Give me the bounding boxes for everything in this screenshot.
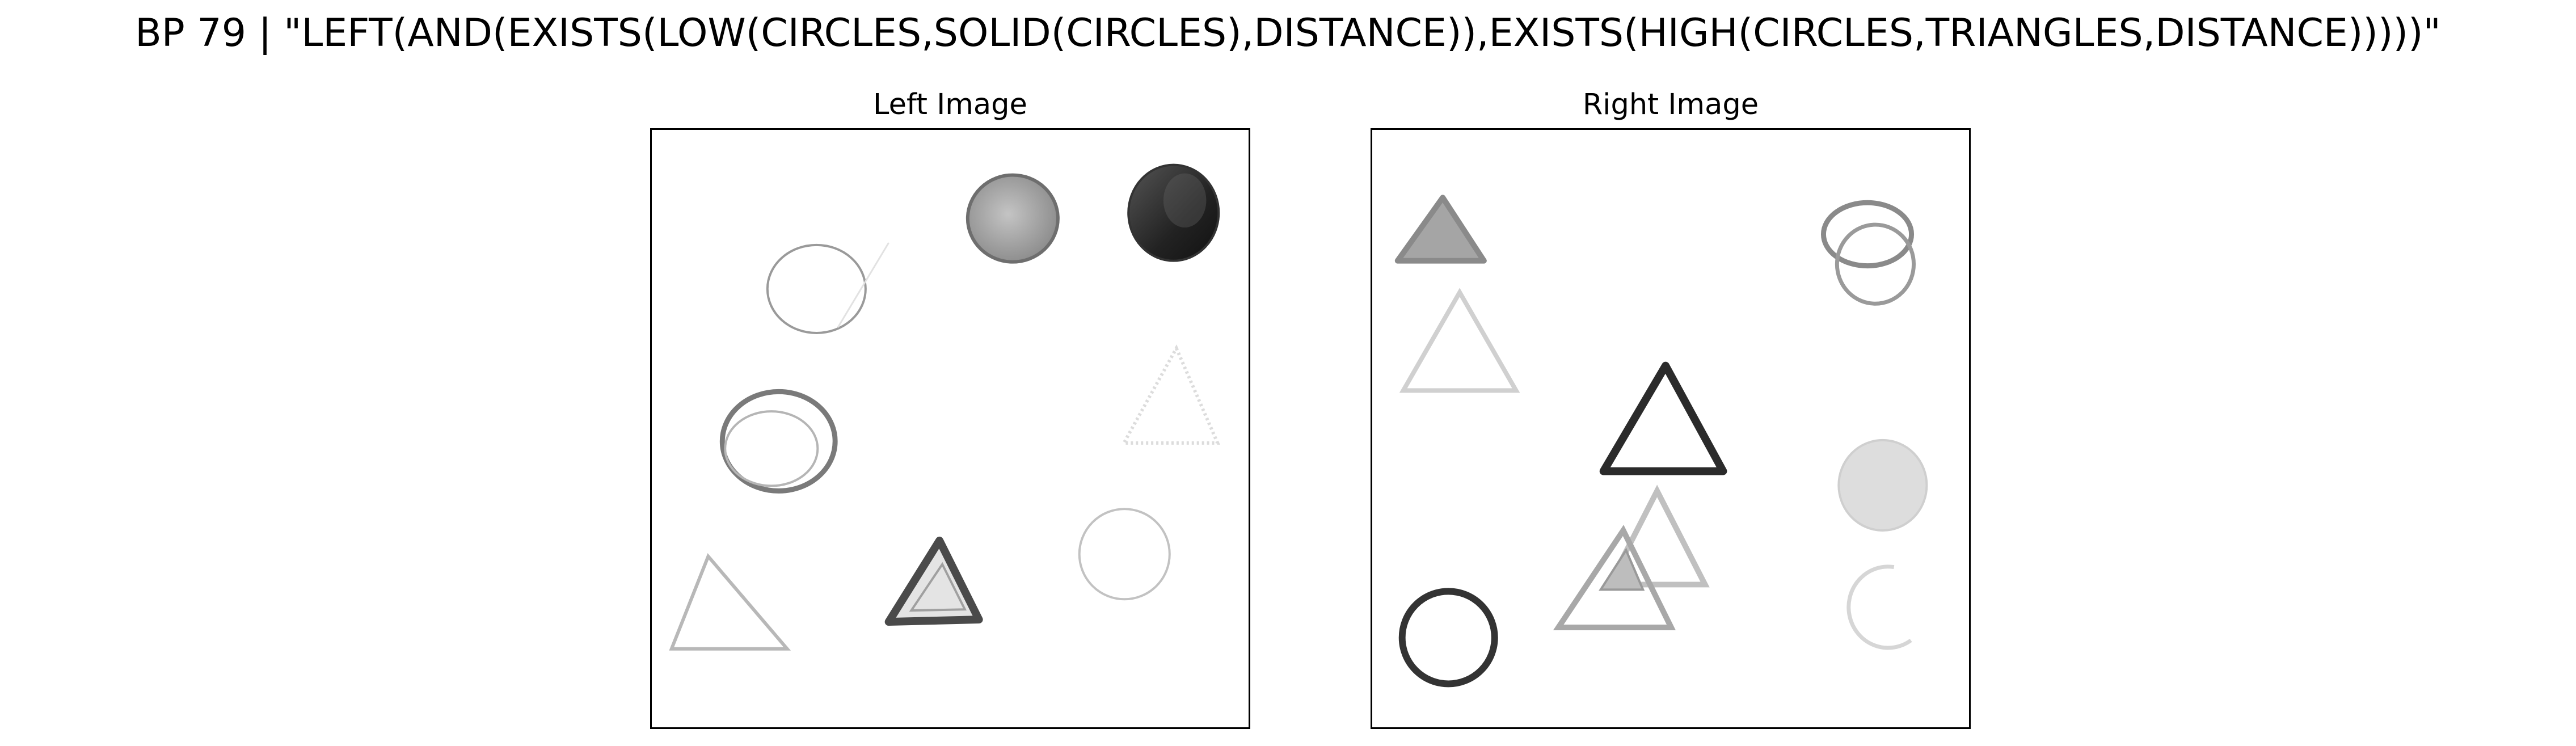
- solid-gray-circle: [966, 173, 1060, 264]
- right-image-title: Right Image: [1582, 88, 1759, 121]
- left-image-panel: [650, 128, 1250, 729]
- right-image-panel: [1371, 128, 1971, 729]
- outline-circle-dark: [1398, 588, 1498, 688]
- outline-circles-overlap: [1820, 200, 1916, 306]
- right-image-canvas: [1394, 195, 1928, 688]
- outline-circle-faint-top: [766, 242, 889, 334]
- left-image-title: Left Image: [873, 88, 1027, 121]
- outline-triangle-dark: [884, 536, 983, 626]
- outline-triangles-overlap: [1553, 484, 1710, 630]
- solid-light-circle: [1837, 439, 1928, 532]
- outline-triangle-faint-right: [1121, 344, 1220, 445]
- solid-dark-circle: [1127, 163, 1220, 262]
- solid-gray-triangle: [1394, 195, 1487, 264]
- page-title: BP 79 | "LEFT(AND(EXISTS(LOW(CIRCLES,SOL…: [135, 11, 2441, 56]
- outline-triangle-dark-center: [1599, 361, 1727, 475]
- outline-triangle-bottom-left: [669, 553, 791, 651]
- left-image-canvas: [669, 163, 1220, 651]
- outline-triangle-faint-left: [1399, 288, 1520, 393]
- outline-circle-left: [719, 389, 838, 494]
- outline-circle-faint-right: [1078, 508, 1171, 601]
- outline-circle-faint-partial: [1846, 564, 1912, 650]
